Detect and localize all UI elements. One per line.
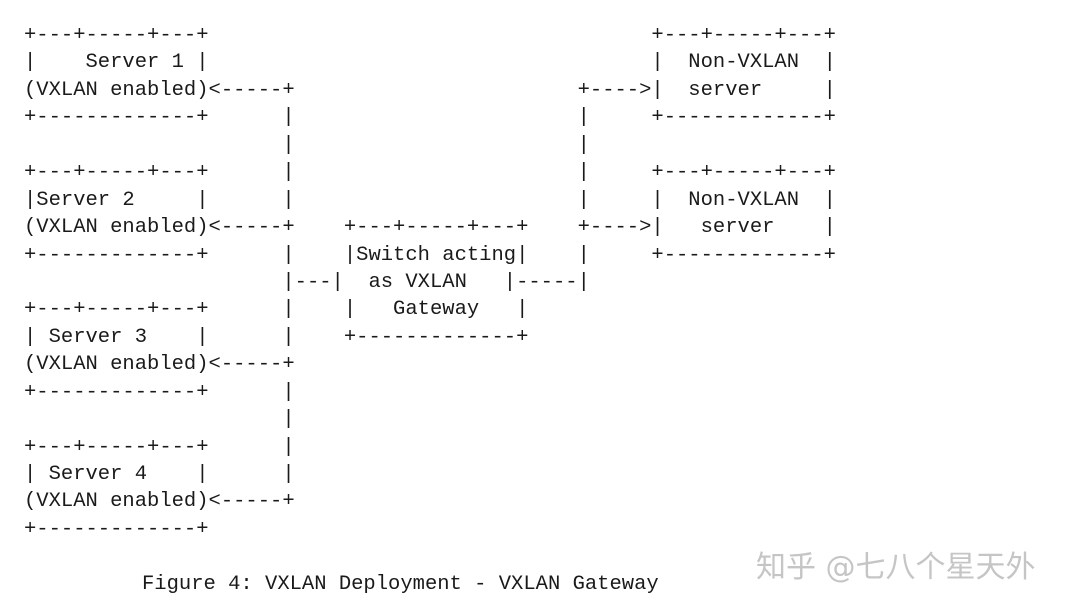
diagram-line: (VXLAN enabled)<-----+ +---->| server | xyxy=(24,78,836,102)
diagram-line: (VXLAN enabled)<-----+ xyxy=(24,353,295,377)
diagram-line: +---+-----+---+ | xyxy=(24,435,295,459)
diagram-line: |Server 2 | | | | Non-VXLAN | xyxy=(24,188,836,212)
diagram-line: +-------------+ | xyxy=(24,380,295,404)
diagram-line: +-------------+ xyxy=(24,517,209,541)
diagram-line: (VXLAN enabled)<-----+ +---+-----+---+ +… xyxy=(24,216,836,240)
diagram-line: | xyxy=(24,408,295,432)
figure-caption: Figure 4: VXLAN Deployment - VXLAN Gatew… xyxy=(142,573,659,596)
diagram-line: +---+-----+---+ +---+-----+---+ xyxy=(24,24,836,47)
diagram-line: |---| as VXLAN |-----| xyxy=(24,270,590,294)
diagram-line: (VXLAN enabled)<-----+ xyxy=(24,490,295,514)
diagram-line: +-------------+ | |Switch acting| | +---… xyxy=(24,243,836,267)
diagram-line: +---+-----+---+ | | +---+-----+---+ xyxy=(24,161,836,185)
diagram-line: | Server 1 | | Non-VXLAN | xyxy=(24,51,836,75)
diagram-line: +-------------+ | | +-------------+ xyxy=(24,106,836,130)
diagram-line: | | xyxy=(24,133,590,157)
diagram-line: +---+-----+---+ | | Gateway | xyxy=(24,298,529,322)
diagram-line: | Server 4 | | xyxy=(24,463,295,486)
ascii-diagram: +---+-----+---+ +---+-----+---+ | Server … xyxy=(24,22,836,543)
diagram-line: | Server 3 | | +-------------+ xyxy=(24,325,529,349)
watermark: 知乎 @七八个星天外 xyxy=(756,550,1036,585)
